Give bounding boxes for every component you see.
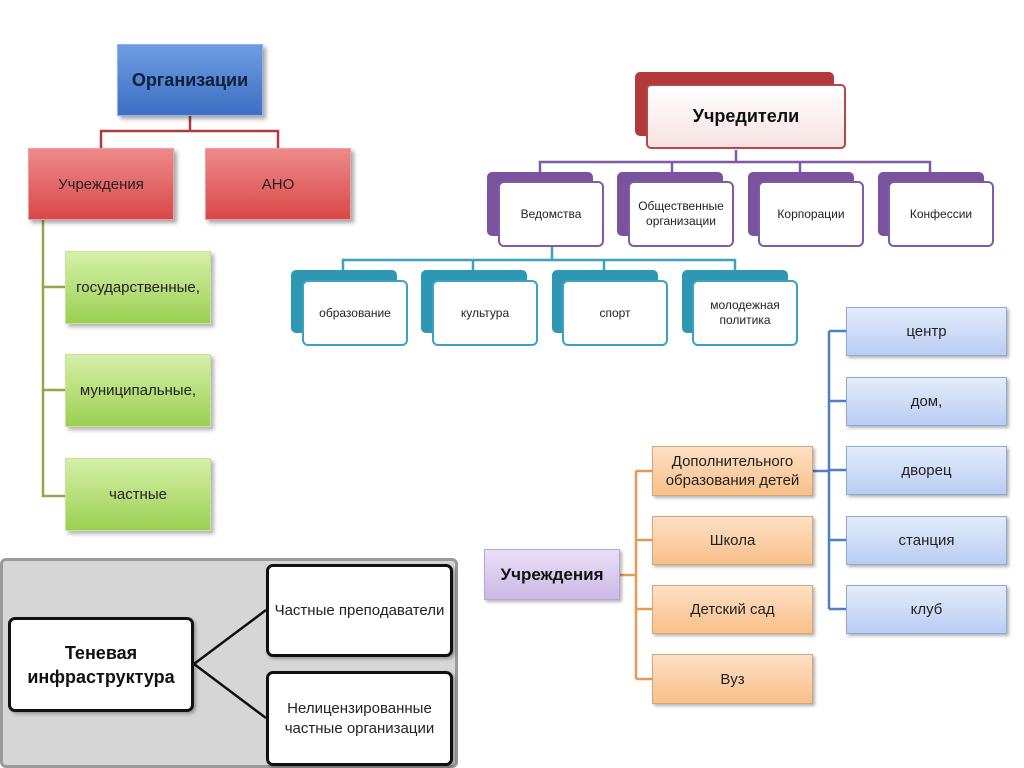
institution-university: Вуз <box>652 654 813 704</box>
founder-type-corporations: Корпорации <box>758 181 864 247</box>
org-subtype-private: частные <box>65 458 211 531</box>
sphere-youth-policy: молодежная политика <box>692 280 798 346</box>
additional-station: станция <box>846 516 1007 565</box>
founder-type-confessions: Конфессии <box>888 181 994 247</box>
org-subtype-state: государственные, <box>65 251 211 324</box>
sphere-culture: культура <box>432 280 538 346</box>
shadow-private-tutors: Частные преподаватели <box>266 564 453 657</box>
institution-kindergarten: Детский сад <box>652 585 813 634</box>
additional-club: клуб <box>846 585 1007 634</box>
org-child-institutions: Учреждения <box>28 148 174 220</box>
founder-type-agencies: Ведомства <box>498 181 604 247</box>
additional-house: дом, <box>846 377 1007 426</box>
institution-additional-education: Дополнительного образования детей <box>652 446 813 496</box>
shadow-unlicensed-orgs: Нелицензированные частные организации <box>266 671 453 766</box>
sphere-sport: спорт <box>562 280 668 346</box>
founders-root: Учредители <box>646 84 846 149</box>
shadow-infrastructure-root: Теневая инфраструктура <box>8 617 194 712</box>
institution-school: Школа <box>652 516 813 565</box>
org-child-ano: АНО <box>205 148 351 220</box>
sphere-education: образование <box>302 280 408 346</box>
additional-center: центр <box>846 307 1007 356</box>
organizations-root: Организации <box>117 44 263 116</box>
additional-palace: дворец <box>846 446 1007 495</box>
founder-type-public-orgs: Общественные организации <box>628 181 734 247</box>
org-subtype-municipal: муниципальные, <box>65 354 211 427</box>
institutions-root: Учреждения <box>484 549 620 600</box>
